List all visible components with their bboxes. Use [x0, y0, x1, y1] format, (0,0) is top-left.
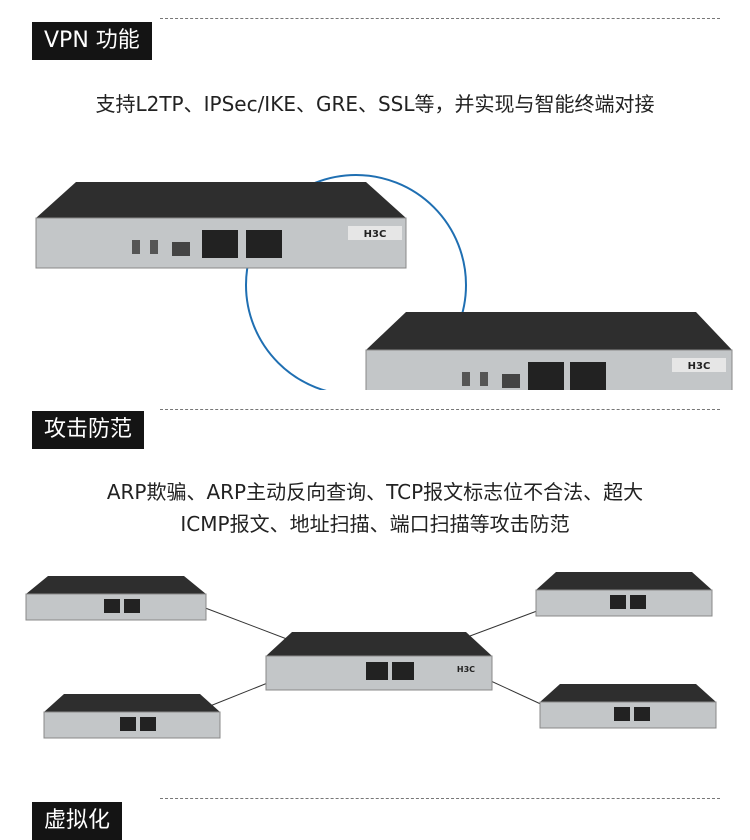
router-device: H3C	[35, 182, 407, 269]
router-device	[43, 694, 221, 739]
section-description-attack-line1: ARP欺骗、ARP主动反向查询、TCP报文标志位不合法、超大	[106, 480, 644, 504]
brand-logo: H3C	[688, 361, 711, 372]
network-illustration: H3C	[25, 572, 717, 739]
section-description-attack-line2: ICMP报文、地址扫描、端口扫描等攻击防范	[180, 512, 570, 536]
section-title-virtualization: 虚拟化	[32, 802, 123, 840]
router-device	[535, 572, 713, 617]
router-device: H3C	[265, 632, 493, 691]
connection-circle	[245, 174, 467, 390]
router-device	[25, 576, 207, 621]
brand-logo: H3C	[364, 229, 387, 240]
brand-logo: H3C	[457, 665, 475, 674]
section-divider	[160, 409, 720, 410]
router-device	[539, 684, 717, 729]
vpn-illustration: H3C H3C	[35, 174, 733, 390]
section-description-vpn: 支持L2TP、IPSec/IKE、GRE、SSL等，并实现与智能终端对接	[95, 92, 655, 116]
section-divider	[160, 18, 720, 19]
section-divider	[160, 798, 720, 799]
section-title-vpn: VPN 功能	[32, 22, 152, 60]
section-title-attack-defense: 攻击防范	[32, 411, 145, 449]
router-device: H3C	[365, 312, 733, 390]
